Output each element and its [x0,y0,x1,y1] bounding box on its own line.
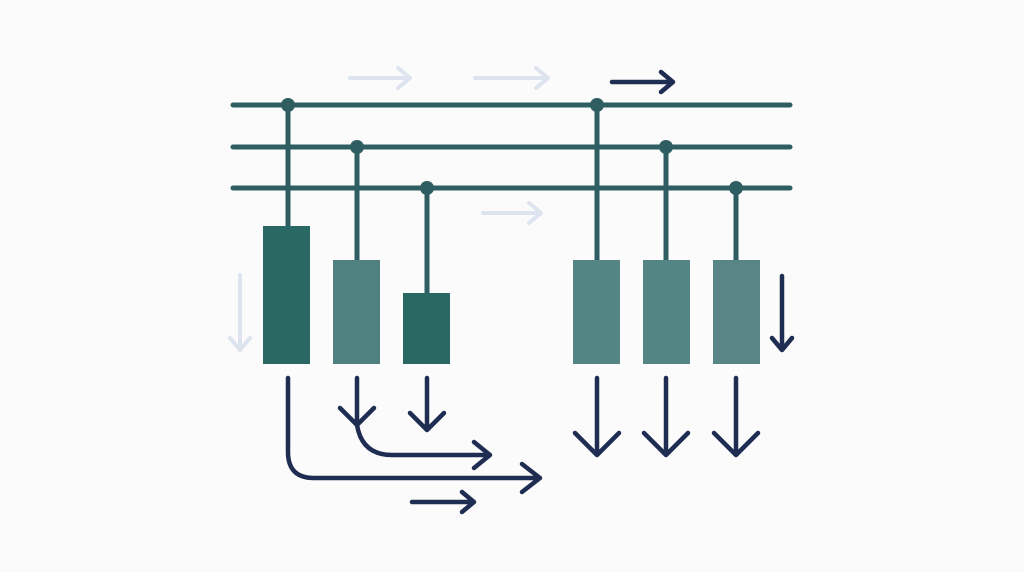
faded-arrow-right-2 [473,66,550,90]
arrow-down-3 [407,375,447,433]
faded-arrow-right-1 [348,66,412,90]
junction-node [590,98,604,112]
block-3 [403,293,450,364]
block-4 [573,260,620,364]
faded-arrow-down [228,273,252,352]
junction-node [420,181,434,195]
block-1 [263,226,310,364]
arrow-right-top [609,69,676,95]
arrow-down-2 [337,375,377,428]
faded-arrow-right-3 [481,201,543,225]
block-6 [713,260,760,364]
junction-node [350,140,364,154]
junction-node [281,98,295,112]
arrow-right-bottom [409,489,477,515]
arrow-down-4 [572,375,622,458]
bus-lines [230,102,793,298]
arrow-down-5 [641,375,691,458]
flow-arrows [285,69,795,515]
arrow-down-6 [711,375,761,458]
arrow-curve-1 [285,375,543,495]
junction-node [729,181,743,195]
faded-arrows [228,66,550,352]
block-5 [643,260,690,364]
block-2 [333,260,380,364]
arrow-curve-2 [354,422,493,471]
junction-node [659,140,673,154]
arrow-down-right-side [769,273,795,353]
